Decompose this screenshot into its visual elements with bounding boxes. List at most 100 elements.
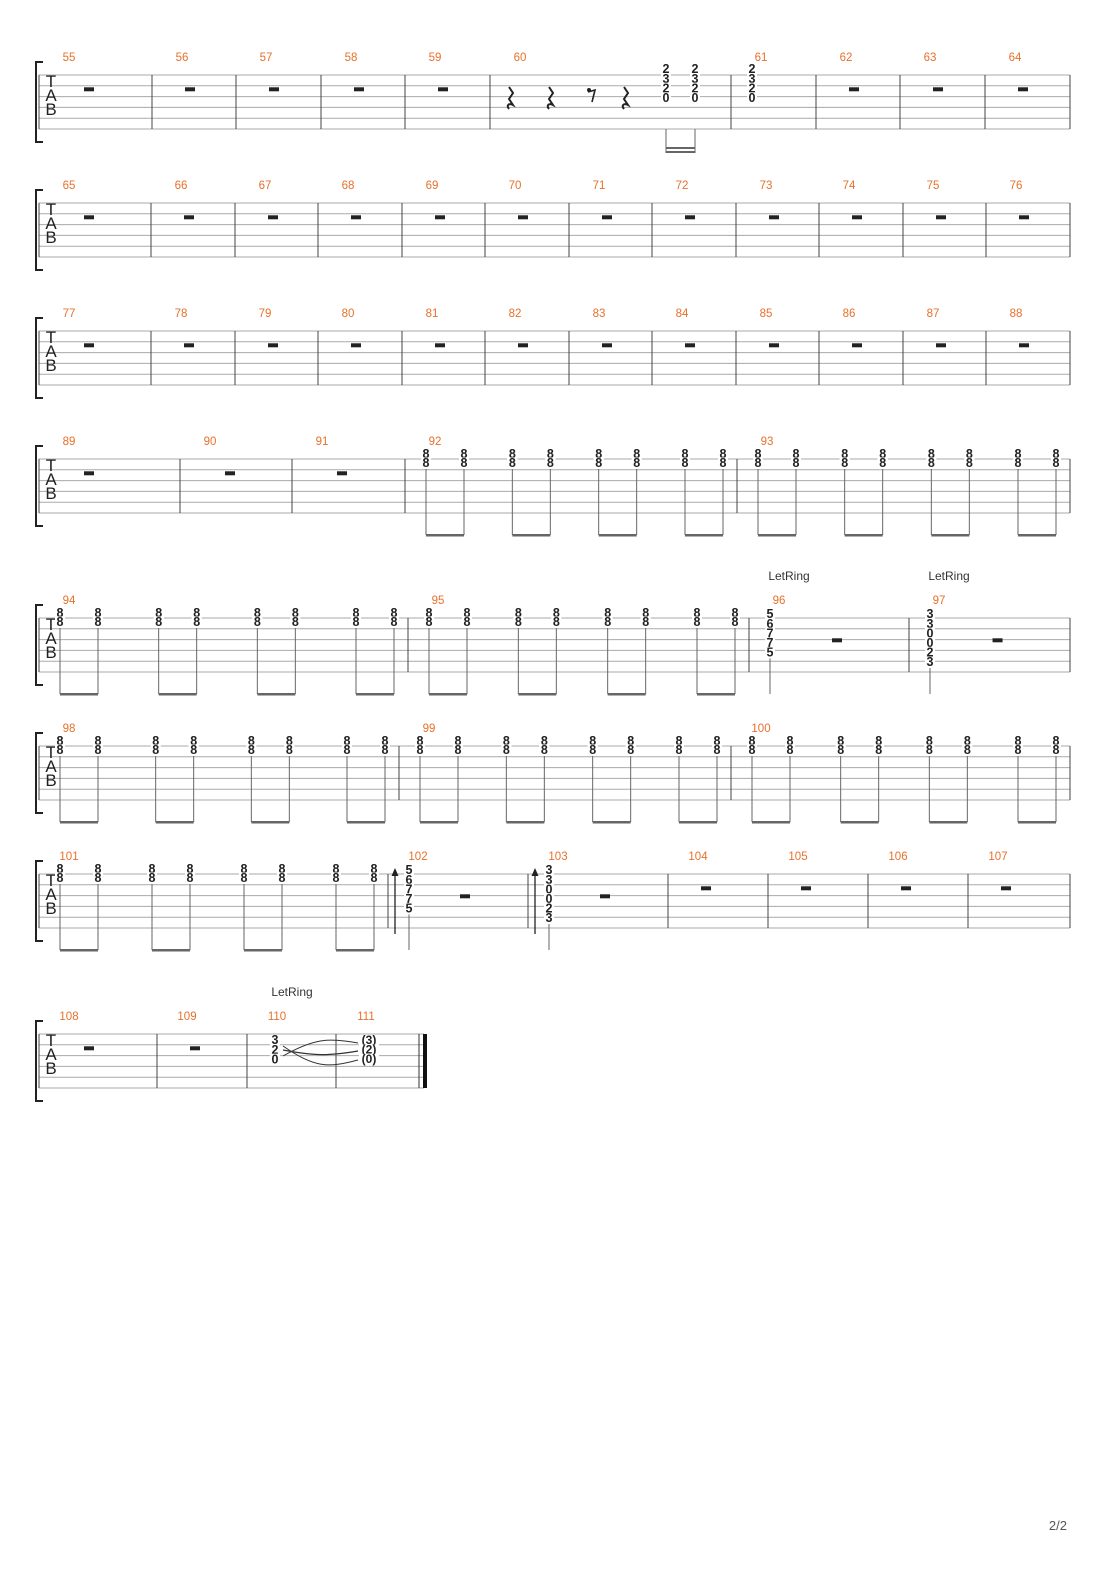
- measure-number: 75: [927, 180, 940, 192]
- rest-symbol: [801, 886, 811, 891]
- rest-symbol: [351, 343, 361, 348]
- fret-number: 8: [57, 871, 64, 885]
- fret-number: 8: [155, 615, 162, 629]
- tab-clef-letter: B: [45, 484, 56, 503]
- measure-number: 79: [259, 308, 272, 320]
- chord-fret: 6: [406, 873, 413, 887]
- fret-number: 8: [344, 734, 351, 748]
- chord-fret: 2: [663, 62, 670, 76]
- tab-clef-letter: A: [45, 757, 57, 776]
- fret-number: 8: [241, 862, 248, 876]
- fret-number: 8: [461, 456, 468, 470]
- rest-symbol: [190, 1046, 200, 1051]
- measure: 107: [988, 851, 1011, 891]
- chord-fret: 3: [927, 607, 934, 621]
- fret-number: 8: [676, 734, 683, 748]
- rest-symbol: [354, 87, 364, 92]
- measure-number: 105: [788, 851, 807, 863]
- chord-fret: 2: [927, 646, 934, 660]
- measure-number: 98: [63, 723, 76, 735]
- measure-number: 88: [1010, 308, 1023, 320]
- chord-fret: 3: [546, 873, 553, 887]
- rest-symbol: [849, 87, 859, 92]
- fret-number: 8: [391, 606, 398, 620]
- measure: 108: [59, 1011, 94, 1051]
- fret-number: 8: [547, 447, 554, 461]
- tab-system: TAB1018888888888888888102567751033300231…: [35, 851, 1071, 952]
- measure: 87: [927, 308, 946, 348]
- fret-number: 8: [333, 871, 340, 885]
- tab-clef-letter: B: [45, 899, 56, 918]
- measure-number: 60: [514, 52, 527, 64]
- measure: 66: [175, 180, 194, 220]
- chord-fret: 2: [272, 1043, 279, 1057]
- fret-number: 8: [966, 456, 973, 470]
- rest-symbol: [936, 215, 946, 220]
- tab-clef-letter: A: [45, 629, 57, 648]
- fret-number: 8: [841, 456, 848, 470]
- measure: 59: [429, 52, 448, 92]
- measure-number: 92: [429, 436, 442, 448]
- measure-number: 58: [345, 52, 358, 64]
- beam: [152, 949, 190, 952]
- fret-number: 8: [964, 743, 971, 757]
- fret-number: 8: [57, 743, 64, 757]
- fret-number: 8: [755, 447, 762, 461]
- rest-symbol: [184, 215, 194, 220]
- fret-number: 8: [193, 615, 200, 629]
- system-bracket: [35, 61, 43, 143]
- measure: 109: [177, 1011, 200, 1051]
- fret-number: 8: [714, 743, 721, 757]
- measure-number: 100: [751, 723, 770, 735]
- fret-number: 8: [1053, 743, 1060, 757]
- measure: 78: [175, 308, 194, 348]
- fret-number: 8: [627, 743, 634, 757]
- fret-number: 8: [604, 606, 611, 620]
- measure-number: 62: [840, 52, 853, 64]
- measure-number: 82: [509, 308, 522, 320]
- measure: 65: [63, 180, 94, 220]
- fret-number: 8: [633, 456, 640, 470]
- rest-symbol: [852, 343, 862, 348]
- fret-number: 8: [720, 456, 727, 470]
- rest-symbol: [84, 1046, 94, 1051]
- measure: 70: [509, 180, 528, 220]
- fret-number: 8: [841, 447, 848, 461]
- chord-fret: 3: [546, 863, 553, 877]
- tab-clef-letter: A: [45, 86, 57, 105]
- fret-number: 8: [241, 871, 248, 885]
- fret-number: 8: [464, 615, 471, 629]
- beam: [929, 821, 968, 824]
- fret-number: 8: [749, 743, 756, 757]
- fret-number: 8: [1053, 456, 1060, 470]
- measure-number: 86: [843, 308, 856, 320]
- chord-fret: 0: [927, 626, 934, 640]
- chord-fret: 7: [767, 636, 774, 650]
- fret-number: 8: [837, 743, 844, 757]
- measure-number: 104: [688, 851, 708, 863]
- measure-number: 99: [423, 723, 436, 735]
- fret-number: 8: [461, 447, 468, 461]
- fret-number: 8: [57, 734, 64, 748]
- beam: [60, 821, 98, 824]
- fret-number: 8: [553, 615, 560, 629]
- quarter-rest: [506, 86, 516, 110]
- fret-number: 8: [426, 615, 433, 629]
- measure-number: 74: [843, 180, 856, 192]
- measure-number: 55: [63, 52, 76, 64]
- measure-number: 111: [357, 1011, 374, 1023]
- fret-number: 8: [333, 862, 340, 876]
- beam: [752, 821, 790, 824]
- fret-number: 8: [1015, 456, 1022, 470]
- beam: [592, 821, 631, 824]
- fret-number: 8: [371, 871, 378, 885]
- fret-number: 8: [787, 743, 794, 757]
- fret-number: 8: [928, 447, 935, 461]
- measure: 84: [676, 308, 695, 348]
